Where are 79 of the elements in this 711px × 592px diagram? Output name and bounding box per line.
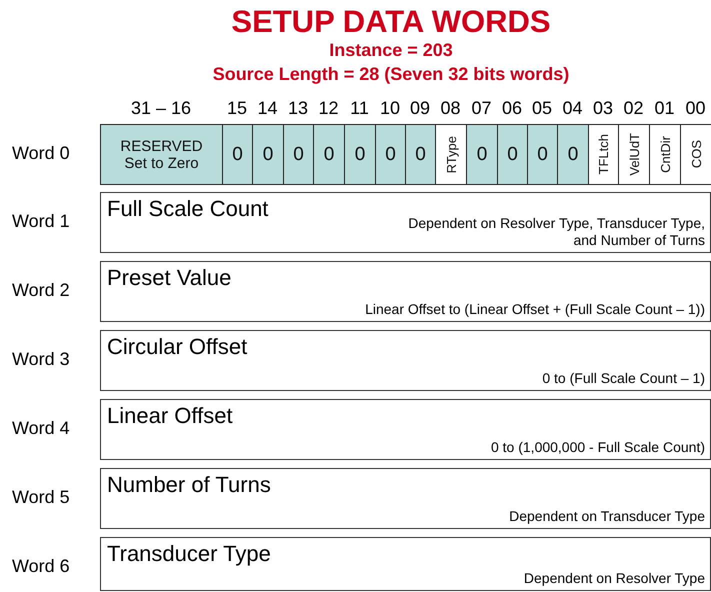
field-text: RESERVED Set to Zero	[119, 138, 204, 172]
field-text: 0	[293, 144, 304, 166]
field-text: 0	[568, 144, 578, 166]
bit-field	[649, 124, 681, 185]
word-label: Word 5	[12, 487, 70, 508]
value-range: 0 to (1,000,000 - Full Scale Count)	[490, 439, 705, 456]
bit-field	[283, 124, 314, 185]
bit-number: 13	[286, 98, 310, 119]
bit-field	[557, 124, 589, 185]
bit-field	[252, 124, 284, 185]
bit-number: 12	[317, 98, 340, 119]
field-text: 0	[476, 144, 488, 166]
field-text: 0	[537, 144, 548, 166]
field-text: 0	[232, 144, 243, 166]
bit-field	[618, 124, 650, 185]
bit-field	[375, 124, 406, 185]
field-text: VelUdT	[626, 133, 642, 176]
bit-number: 10	[378, 98, 402, 119]
field-text: RType	[444, 136, 458, 174]
field-name: Circular Offset	[107, 334, 248, 360]
field-name: Full Scale Count	[107, 196, 268, 222]
value-range: Linear Offset to (Linear Offset + (Full Scale Count – 1))	[365, 301, 705, 318]
field-name: Number of Turns	[107, 472, 271, 498]
bit-number: 04	[561, 98, 584, 119]
bit-number: 15	[226, 98, 248, 119]
bit-number: 01	[653, 98, 676, 119]
bit-field	[405, 124, 436, 185]
bit-field	[466, 124, 498, 185]
word-label: Word 4	[12, 418, 70, 439]
field-text: 0	[262, 144, 274, 166]
field-text: 0	[415, 144, 426, 166]
field-text: 0	[507, 144, 518, 166]
bit-number: 14	[256, 98, 279, 119]
word-label: Word 3	[12, 349, 70, 370]
value-range: Dependent on Resolver Type, Transducer Type, and Number of Turns	[407, 215, 705, 249]
word-label: Word 6	[12, 556, 70, 577]
value-range: Dependent on Transducer Type	[509, 508, 705, 525]
bit-field	[527, 124, 558, 185]
bit-number: 09	[408, 98, 432, 119]
field-text: 0	[354, 144, 366, 166]
field-name: Preset Value	[107, 265, 232, 291]
bit-field	[680, 124, 711, 185]
bit-field	[588, 124, 619, 185]
bit-number: 11	[349, 98, 370, 119]
bit-number: 05	[530, 98, 554, 119]
bit-number: 06	[500, 98, 524, 119]
word-box	[100, 537, 711, 591]
field-text: COS	[688, 140, 704, 169]
word-box	[100, 330, 711, 391]
word-label: Word 1	[12, 211, 70, 232]
bit-number: 03	[592, 98, 614, 119]
field-text: 0	[324, 144, 334, 166]
bit-number: 08	[439, 98, 462, 119]
bit-field	[344, 124, 376, 185]
value-range: Dependent on Resolver Type	[524, 570, 705, 587]
field-name: Transducer Type	[107, 541, 271, 567]
field-text: TFLtch	[596, 134, 611, 175]
field-text: CntDir	[658, 136, 672, 173]
bit-field	[222, 124, 253, 185]
word-box	[100, 399, 711, 460]
bit-number: 02	[622, 98, 645, 119]
bit-number: 07	[470, 98, 493, 119]
bit-field	[497, 124, 528, 185]
bit-number: 00	[684, 98, 707, 119]
title: SETUP DATA WORDS	[230, 4, 552, 40]
word-label: Word 0	[12, 143, 70, 164]
word-box	[100, 192, 711, 253]
value-range: 0 to (Full Scale Count – 1)	[542, 370, 705, 387]
bit-field	[435, 124, 467, 185]
subtitle: Instance = 203	[328, 40, 454, 61]
field-name: Linear Offset	[107, 403, 233, 429]
word-box	[100, 261, 711, 322]
subtitle: Source Length = 28 (Seven 32 bits words)	[212, 64, 570, 85]
bit-field	[313, 124, 345, 185]
field-text: 0	[385, 144, 396, 166]
word-box	[100, 468, 711, 529]
reserved-field	[100, 124, 223, 185]
word-label: Word 2	[12, 280, 70, 301]
bit-number: 31 – 16	[130, 98, 192, 119]
